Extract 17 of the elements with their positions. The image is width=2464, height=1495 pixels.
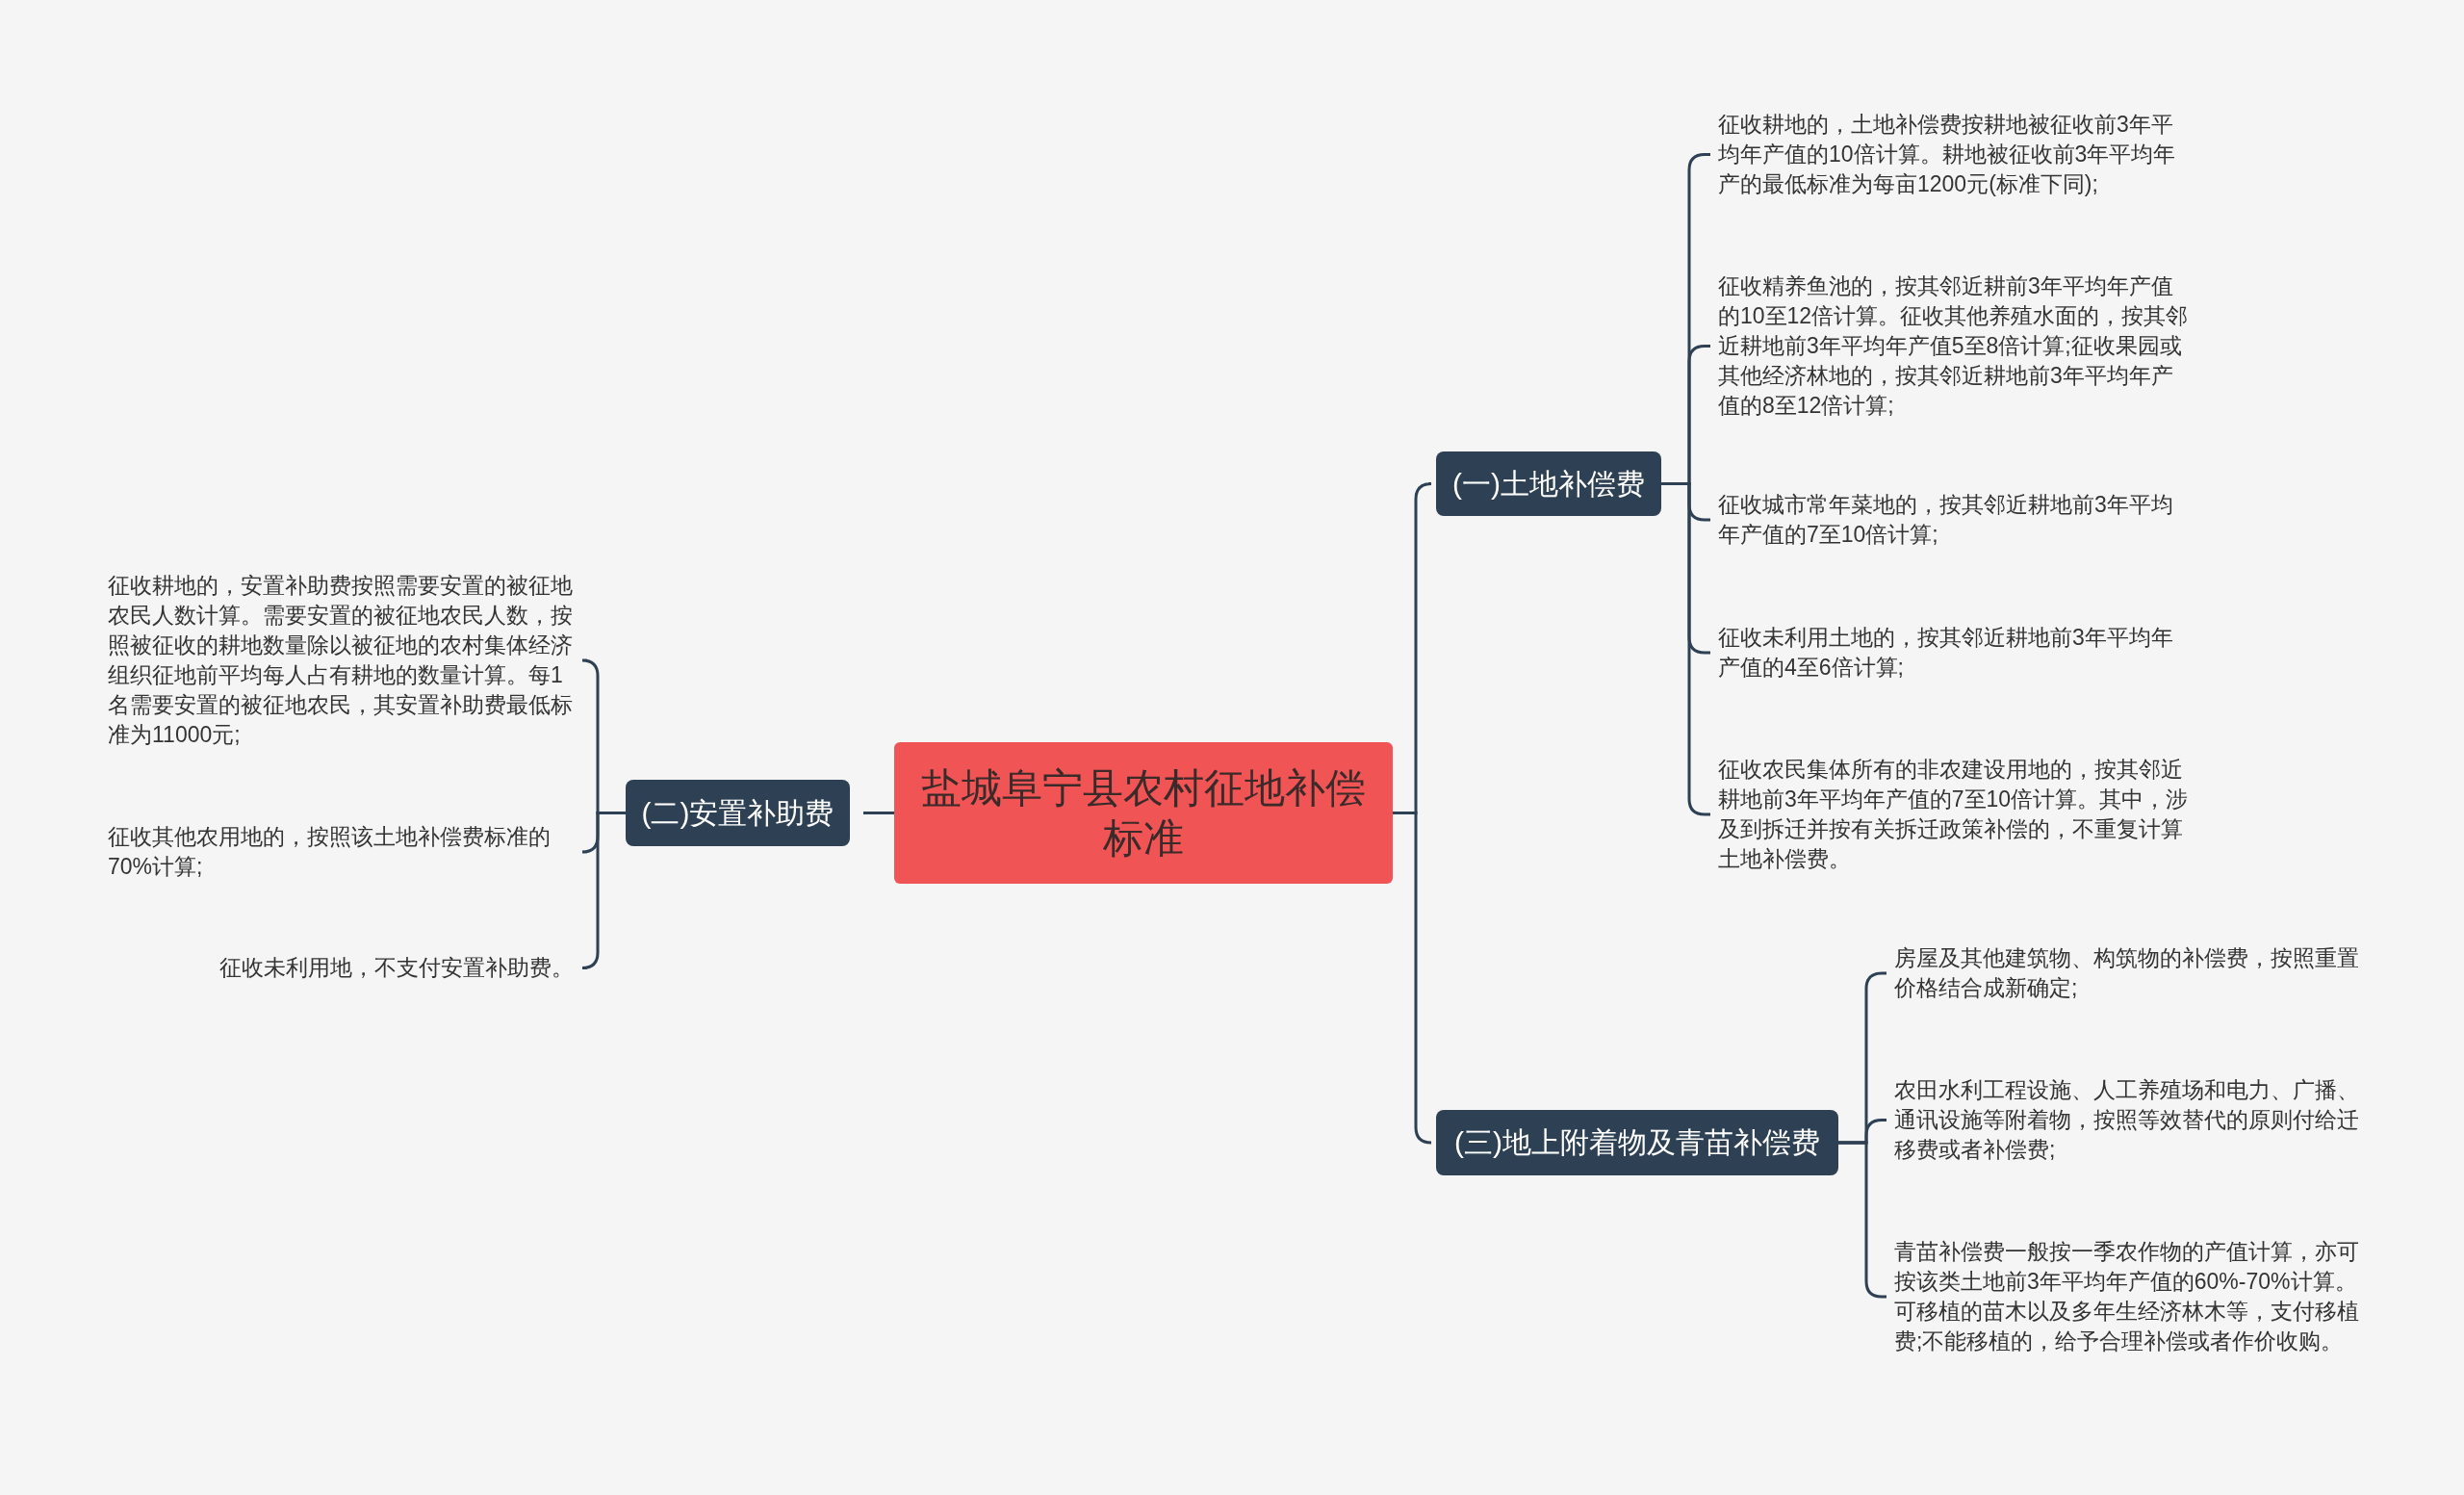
connector-line <box>1393 812 1433 1145</box>
leaf-text: 征收城市常年菜地的，按其邻近耕地前3年平均年产值的7至10倍计算; <box>1718 488 2190 552</box>
branch-topic-box: (二)安置补助费 <box>626 780 850 846</box>
leaf-text: 农田水利工程设施、人工养殖场和电力、广播、通讯设施等附着物，按照等效替代的原则付给迁移费或者补偿费; <box>1894 1073 2366 1167</box>
leaf-text: 征收耕地的，土地补偿费按耕地被征收前3年平均年产值的10倍计算。耕地被征收前3年平均年产的最低标准为每亩1200元(标准下同); <box>1718 108 2190 201</box>
leaf-text: 征收未利用土地的，按其邻近耕地前3年平均年产值的4至6倍计算; <box>1718 621 2190 684</box>
leaf-text: 征收其他农用地的，按照该土地补偿费标准的70%计算; <box>108 820 574 884</box>
leaf-text: 征收耕地的，安置补助费按照需要安置的被征地农民人数计算。需要安置的被征地农民人数，按照被征收的耕地数量除以被征地的农村集体经济组织征地前平均每人占有耕地的数量计算。每1名需要安置的被征地农民，其安置补助费最低标准为11000元; <box>108 569 574 752</box>
branch-topic-box: (一)土地补偿费 <box>1436 451 1661 516</box>
leaf-text: 征收农民集体所有的非农建设用地的，按其邻近耕地前3年平均年产值的7至10倍计算。其中，涉及到拆迁并按有关拆迁政策补偿的，不重复计算土地补偿费。 <box>1718 753 2190 876</box>
leaf-text: 房屋及其他建筑物、构筑物的补偿费，按照重置价格结合成新确定; <box>1894 941 2366 1005</box>
leaf-text: 征收未利用地，不支付安置补助费。 <box>219 951 574 985</box>
leaf-text: 青苗补偿费一般按一季农作物的产值计算，亦可按该类土地前3年平均年产值的60%-70%计算。可移植的苗木以及多年生经济林木等，支付移植费;不能移植的，给予合理补偿或者作价收购。 <box>1894 1235 2366 1358</box>
branch-topic-box: (三)地上附着物及青苗补偿费 <box>1436 1110 1838 1175</box>
central-topic-box: 盐城阜宁县农村征地补偿标准 <box>894 742 1393 884</box>
leaf-text: 征收精养鱼池的，按其邻近耕前3年平均年产值的10至12倍计算。征收其他养殖水面的，按其邻近耕地前3年平均年产值5至8倍计算;征收果园或其他经济林地的，按其邻近耕地前3年平均年产值的8至12倍计算; <box>1718 270 2190 423</box>
connector-line <box>863 812 894 814</box>
